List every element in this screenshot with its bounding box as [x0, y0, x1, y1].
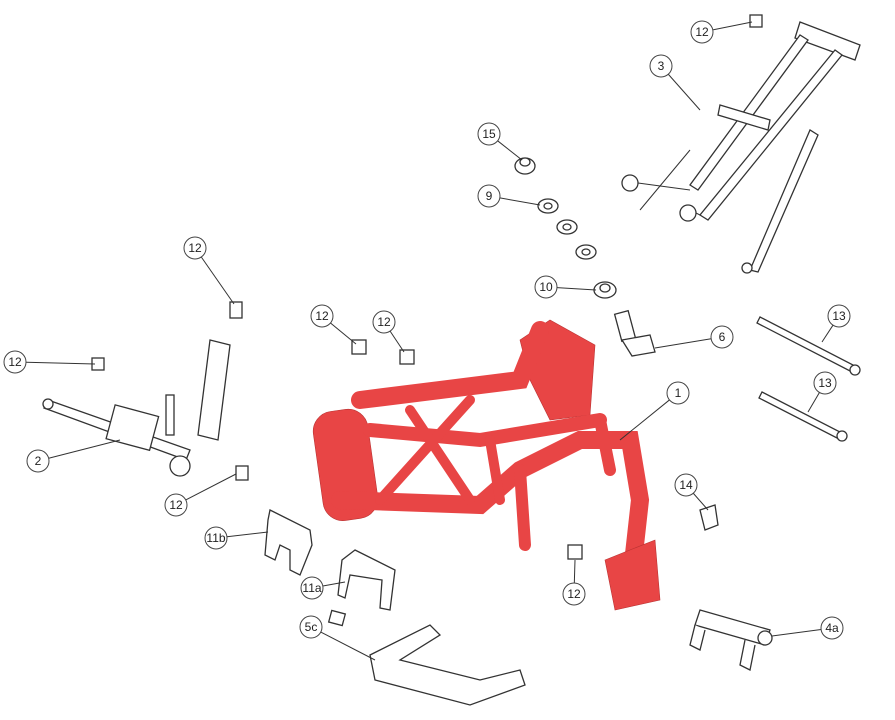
callout-12: 12: [690, 20, 753, 44]
callout-12: 12: [3, 350, 96, 374]
leader-line: [619, 399, 670, 441]
callout-label: 6: [719, 330, 726, 344]
callout-label: 13: [818, 376, 832, 390]
leader-line: [322, 581, 346, 587]
callout-label: 9: [486, 189, 493, 203]
callout-circle: [674, 473, 698, 497]
leader-line: [573, 559, 576, 584]
part-front-bracket: [42, 339, 231, 477]
leader-line: [497, 140, 523, 161]
part-mount-4a: [689, 609, 773, 671]
leader-line: [25, 361, 96, 365]
leader-line: [226, 531, 269, 538]
callout-13: 13: [821, 304, 851, 343]
callout-label: 4a: [825, 621, 839, 635]
leader-line: [667, 73, 701, 111]
leader-line: [499, 197, 541, 206]
callout-circle: [3, 350, 27, 374]
callout-circle: [534, 275, 558, 299]
callout-12: 12: [372, 310, 405, 353]
callout-1: 1: [619, 381, 690, 441]
leader-line: [712, 21, 753, 31]
callout-label: 1: [675, 386, 682, 400]
callout-circle: [690, 20, 714, 44]
leader-line: [185, 473, 237, 501]
callout-label: 10: [539, 280, 553, 294]
callout-label: 12: [695, 25, 709, 39]
callout-circle: [666, 381, 690, 405]
callout-circle: [26, 449, 50, 473]
callout-circle: [300, 576, 324, 600]
callout-label: 13: [832, 309, 846, 323]
callout-12: 12: [310, 304, 357, 345]
callout-6: 6: [654, 325, 734, 349]
callout-circle: [310, 304, 334, 328]
callout-circle: [164, 493, 188, 517]
callout-13: 13: [807, 371, 837, 413]
callout-label: 12: [567, 587, 581, 601]
part-hardware-stack: [514, 157, 617, 299]
callout-5c: 5c: [299, 615, 376, 661]
callout-circle: [204, 526, 228, 550]
callout-label: 12: [315, 309, 329, 323]
callout-11a: 11a: [300, 576, 346, 600]
part-clips: [91, 14, 763, 560]
callout-circle: [477, 184, 501, 208]
part-rear-subframe: [621, 21, 861, 274]
callout-label: 3: [658, 59, 665, 73]
leader-line: [48, 439, 121, 459]
part-plates-11: [264, 509, 396, 611]
leader-line: [692, 492, 709, 511]
callout-9: 9: [477, 184, 541, 208]
callout-label: 14: [679, 478, 693, 492]
leader-line: [556, 287, 597, 291]
callout-circle: [299, 615, 323, 639]
callout-circle: [372, 310, 396, 334]
part-bottom-plate: [327, 609, 526, 706]
callout-15: 15: [477, 122, 523, 161]
callout-label: 11b: [206, 531, 225, 545]
callout-circle: [649, 54, 673, 78]
leader-line: [771, 628, 822, 637]
callout-circle: [820, 616, 844, 640]
callout-14: 14: [674, 473, 709, 511]
callout-circle: [710, 325, 734, 349]
callout-circle: [813, 371, 837, 395]
leader-line: [320, 631, 376, 661]
callout-circle: [183, 236, 207, 260]
callout-circle: [477, 122, 501, 146]
leader-line: [654, 338, 712, 349]
callout-3: 3: [649, 54, 701, 111]
leader-line: [807, 392, 820, 413]
callout-label: 15: [482, 127, 496, 141]
part-bolts: [756, 316, 861, 442]
callout-12: 12: [183, 236, 235, 305]
callout-label: 11a: [302, 581, 321, 595]
callout-label: 12: [377, 315, 391, 329]
callout-12: 12: [562, 559, 586, 606]
callout-label: 5c: [305, 620, 318, 634]
leader-line: [389, 330, 405, 353]
leader-line: [200, 256, 235, 305]
callout-2: 2: [26, 439, 121, 473]
callout-4a: 4a: [771, 616, 844, 640]
part-pivot-bracket: [613, 309, 656, 357]
callout-label: 12: [8, 355, 22, 369]
part-main-frame: [312, 319, 661, 611]
callout-circle: [827, 304, 851, 328]
callout-layer: 12 3 15 9 10 6 13 13 1 12 12 12 12 2 12 14 11b 11a 12 5c 4a: [3, 20, 851, 661]
callout-11b: 11b: [204, 526, 269, 550]
callout-label: 12: [188, 241, 202, 255]
leader-line: [330, 322, 357, 345]
leader-line: [821, 324, 834, 343]
callout-circle: [562, 582, 586, 606]
callout-label: 2: [35, 454, 42, 468]
callout-12: 12: [164, 473, 237, 517]
callout-label: 12: [169, 498, 183, 512]
callout-10: 10: [534, 275, 597, 299]
